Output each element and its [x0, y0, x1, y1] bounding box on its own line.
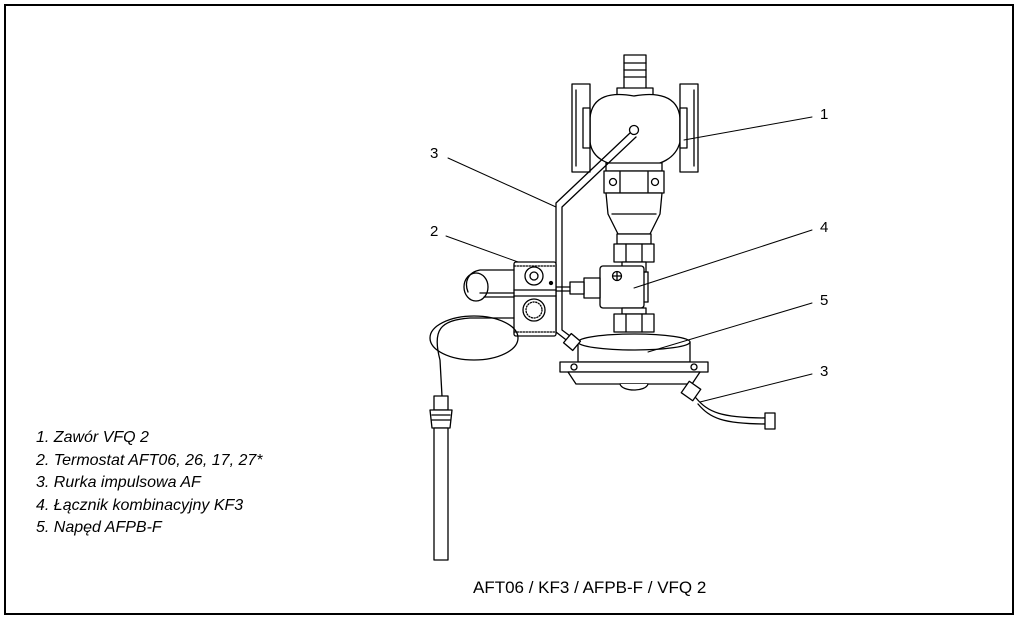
leader-3a [447, 157, 557, 208]
temperature-sensor-probe [429, 395, 453, 561]
callout-4: 4 [820, 219, 829, 236]
legend-item-connector: 4. Łącznik kombinacyjny KF3 [36, 496, 244, 514]
valve-vfq2 [571, 54, 699, 235]
callout-2: 2 [430, 223, 439, 240]
leader-5 [647, 302, 813, 353]
legend-item-actuator: 5. Napęd AFPB-F [36, 519, 162, 536]
leader-1 [683, 116, 813, 141]
figure-caption: AFT06 / KF3 / AFPB-F / VFQ 2 [473, 578, 707, 597]
callout-1: 1 [820, 106, 829, 123]
callout-3-lower: 3 [820, 363, 829, 380]
actuator-afpb-f [559, 333, 776, 430]
figure-frame [4, 4, 1014, 615]
thermostat-aft [429, 261, 557, 397]
leader-4 [633, 229, 813, 289]
legend-item-thermostat: 2. Termostat AFT06, 26, 17, 27* [36, 451, 263, 469]
leader-lines [445, 116, 813, 403]
leader-3b [699, 373, 813, 403]
legend-item-valve: 1. Zawór VFQ 2 [36, 429, 149, 446]
callout-5: 5 [820, 292, 829, 309]
legend-item-impulse-tube: 3. Rurka impulsowa AF [36, 474, 201, 491]
parts-legend: 1. Zawór VFQ 2 2. Termostat AFT06, 26, 1… [36, 427, 263, 540]
combined-connector-kf3 [551, 233, 655, 333]
leader-2 [445, 235, 519, 263]
callout-3-upper: 3 [430, 145, 439, 162]
